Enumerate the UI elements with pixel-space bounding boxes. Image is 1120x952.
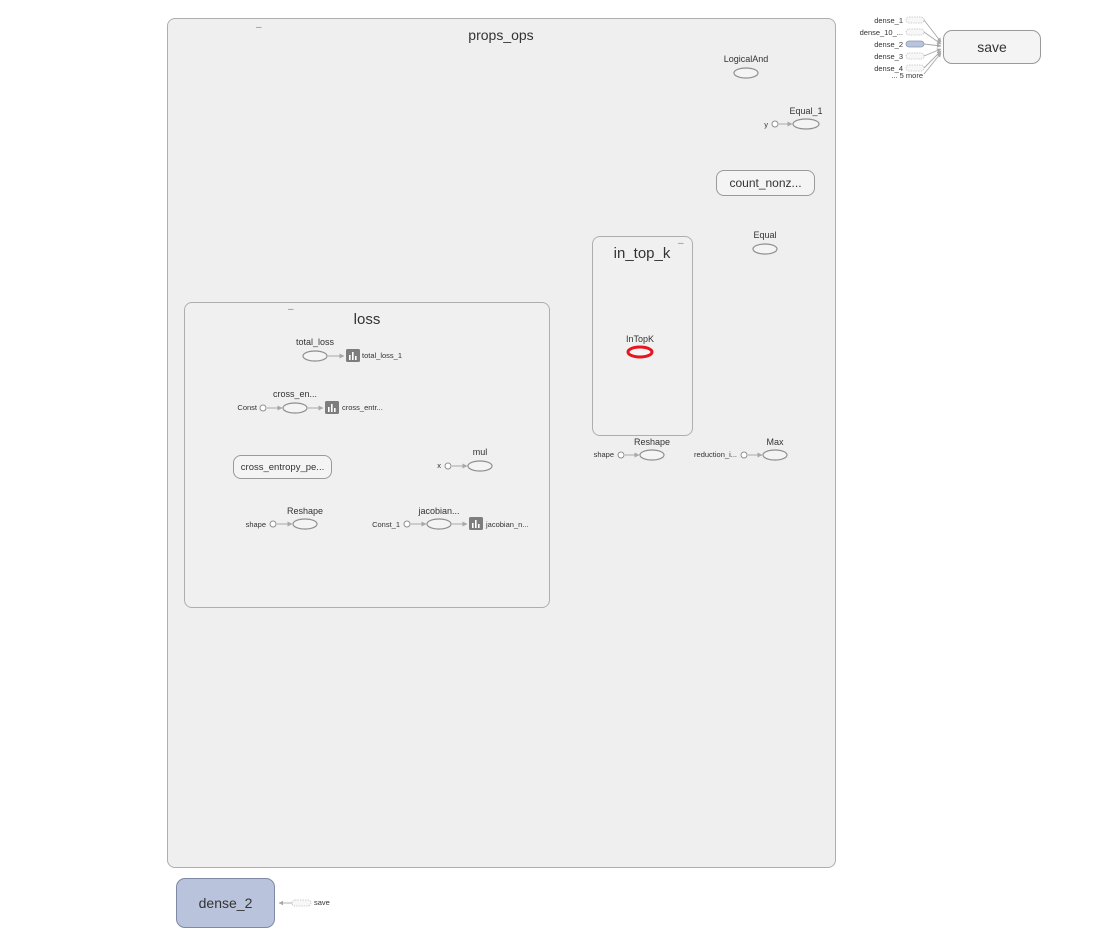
save-input-dense-10: dense_10_...: [859, 28, 903, 37]
max-op: [762, 449, 788, 461]
logical-and-label: LogicalAnd: [723, 54, 769, 64]
equal-label: Equal: [753, 230, 777, 240]
reduction-const: [740, 451, 748, 459]
save-input-dense-1: dense_1: [874, 16, 903, 25]
reshape-inner-op: [292, 518, 318, 530]
jacobian-n-summary-label: jacobian_n...: [486, 520, 529, 529]
cross-entropy-pe-node[interactable]: cross_entropy_pe...: [233, 455, 332, 479]
mul-label: mul: [472, 447, 488, 457]
save-input-dense-3: dense_3: [874, 52, 903, 61]
dense-2-save-stub: [291, 899, 312, 907]
shape-inner-label: shape: [245, 520, 266, 529]
dense-2-node[interactable]: dense_2: [176, 878, 275, 928]
y-label: y: [764, 120, 768, 129]
reduction-label: reduction_i...: [694, 450, 737, 459]
total-loss-op: [302, 350, 328, 362]
in-top-k-op: [626, 345, 654, 359]
cross-entr-summary-label: cross_entr...: [342, 403, 383, 412]
loss-collapse-icon[interactable]: –: [288, 304, 294, 315]
const-1-label: Const_1: [372, 520, 400, 529]
loss-title: loss: [353, 311, 381, 328]
save-input-stubs: [905, 16, 925, 72]
reshape-outer-label: Reshape: [633, 437, 671, 447]
mul-op: [467, 460, 493, 472]
save-input-dense-4: dense_4: [874, 64, 903, 73]
total-loss-label: total_loss: [295, 337, 335, 347]
const-label: Const: [237, 403, 257, 412]
jacobian-label: jacobian...: [418, 506, 460, 516]
props-ops-collapse-icon[interactable]: –: [256, 22, 262, 33]
props-ops-title: props_ops: [468, 27, 534, 43]
jacobian-op: [426, 518, 452, 530]
const-const: [259, 404, 267, 412]
x-label: x: [437, 461, 441, 470]
reshape-outer-op: [639, 449, 665, 461]
count-nonzero-node[interactable]: count_nonz...: [716, 170, 815, 196]
shape-outer-label: shape: [593, 450, 614, 459]
x-const: [444, 462, 452, 470]
shape-outer-const: [617, 451, 625, 459]
dense-2-out-label: save: [314, 898, 330, 907]
total-loss-1-summary-label: total_loss_1: [362, 351, 403, 360]
cross-en-op: [282, 402, 308, 414]
const-1-const: [403, 520, 411, 528]
in-top-k-op-label: InTopK: [625, 334, 655, 344]
shape-inner-const: [269, 520, 277, 528]
in-top-k-group[interactable]: [592, 236, 693, 436]
summary-icons: [325, 349, 483, 530]
max-label: Max: [766, 437, 784, 447]
equal-1-op: [792, 118, 820, 130]
reshape-inner-label: Reshape: [286, 506, 324, 516]
logical-and-op: [733, 67, 759, 79]
save-node[interactable]: save: [943, 30, 1041, 64]
in-top-k-collapse-icon[interactable]: –: [678, 238, 684, 249]
cross-en-label: cross_en...: [272, 389, 318, 399]
save-input-dense-2: dense_2: [874, 40, 903, 49]
equal-1-label: Equal_1: [789, 106, 823, 116]
y-const: [771, 120, 779, 128]
equal-op: [752, 243, 778, 255]
in-top-k-title: in_top_k: [613, 245, 671, 262]
save-input-more[interactable]: ... 5 more: [891, 71, 923, 80]
